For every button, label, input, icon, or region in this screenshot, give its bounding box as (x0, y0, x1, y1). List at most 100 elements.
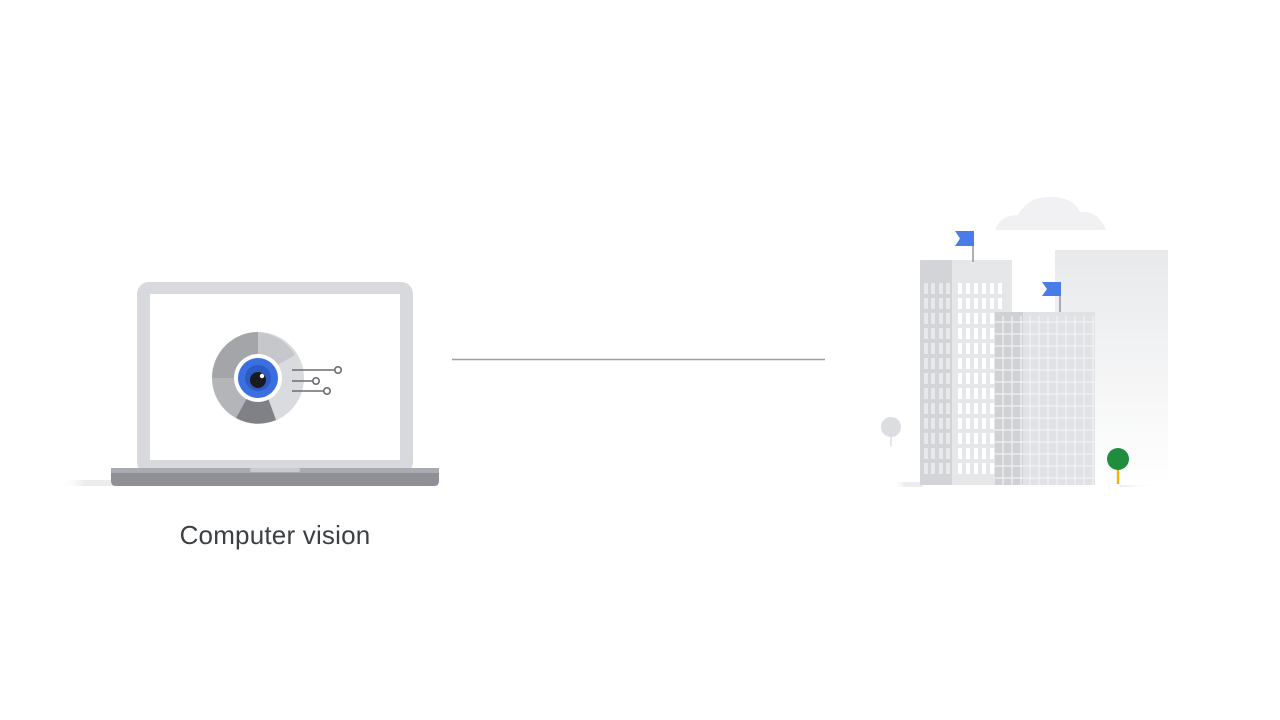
window (958, 328, 962, 339)
window (982, 373, 986, 384)
window (974, 313, 978, 324)
window (924, 283, 928, 294)
window (974, 433, 978, 444)
window (974, 373, 978, 384)
office-buildings-icon (881, 196, 1168, 487)
window (931, 418, 935, 429)
window (958, 373, 962, 384)
window (958, 313, 962, 324)
window (931, 463, 935, 474)
window (939, 283, 943, 294)
window (931, 343, 935, 354)
window (958, 358, 962, 369)
window (982, 328, 986, 339)
window (946, 328, 950, 339)
window (974, 463, 978, 474)
window (974, 343, 978, 354)
window (924, 373, 928, 384)
window (946, 283, 950, 294)
window (966, 418, 970, 429)
window (931, 283, 935, 294)
window (958, 433, 962, 444)
window (958, 388, 962, 399)
window (931, 328, 935, 339)
window (958, 418, 962, 429)
laptop-caption: Computer vision (179, 520, 371, 550)
window (966, 433, 970, 444)
window (974, 448, 978, 459)
window (982, 388, 986, 399)
window (966, 298, 970, 309)
window (982, 283, 986, 294)
window (939, 343, 943, 354)
window (982, 433, 986, 444)
window (924, 328, 928, 339)
window (939, 358, 943, 369)
window (966, 448, 970, 459)
window (982, 298, 986, 309)
window (982, 313, 986, 324)
window (966, 283, 970, 294)
window (946, 373, 950, 384)
window (990, 358, 994, 369)
window (946, 313, 950, 324)
window (931, 433, 935, 444)
window (966, 358, 970, 369)
window (931, 298, 935, 309)
window (990, 388, 994, 399)
window (924, 343, 928, 354)
window (966, 388, 970, 399)
window (990, 403, 994, 414)
tall-building-windows (924, 283, 1002, 474)
window (990, 343, 994, 354)
window (931, 388, 935, 399)
window (939, 388, 943, 399)
middle-building-grid (995, 316, 1095, 485)
window (966, 343, 970, 354)
window (998, 298, 1002, 309)
window (982, 463, 986, 474)
window (990, 298, 994, 309)
window (990, 313, 994, 324)
window (931, 403, 935, 414)
window (924, 433, 928, 444)
window (946, 403, 950, 414)
window (931, 448, 935, 459)
window (982, 343, 986, 354)
window (966, 463, 970, 474)
window (974, 298, 978, 309)
window (946, 448, 950, 459)
window (990, 373, 994, 384)
window (990, 418, 994, 429)
window (958, 403, 962, 414)
window (974, 418, 978, 429)
window (958, 298, 962, 309)
window (924, 313, 928, 324)
window (946, 298, 950, 309)
window (982, 403, 986, 414)
window (939, 463, 943, 474)
window (974, 328, 978, 339)
window (931, 373, 935, 384)
window (939, 328, 943, 339)
window (924, 388, 928, 399)
window (998, 283, 1002, 294)
window (958, 448, 962, 459)
window (982, 448, 986, 459)
window (966, 328, 970, 339)
window (924, 403, 928, 414)
window (939, 418, 943, 429)
window (924, 463, 928, 474)
window (939, 448, 943, 459)
window (946, 358, 950, 369)
window (946, 463, 950, 474)
flag-icon-1 (955, 231, 974, 262)
window (974, 388, 978, 399)
window (924, 358, 928, 369)
tree-icon (1107, 448, 1129, 484)
window (990, 433, 994, 444)
window (931, 313, 935, 324)
window (990, 328, 994, 339)
